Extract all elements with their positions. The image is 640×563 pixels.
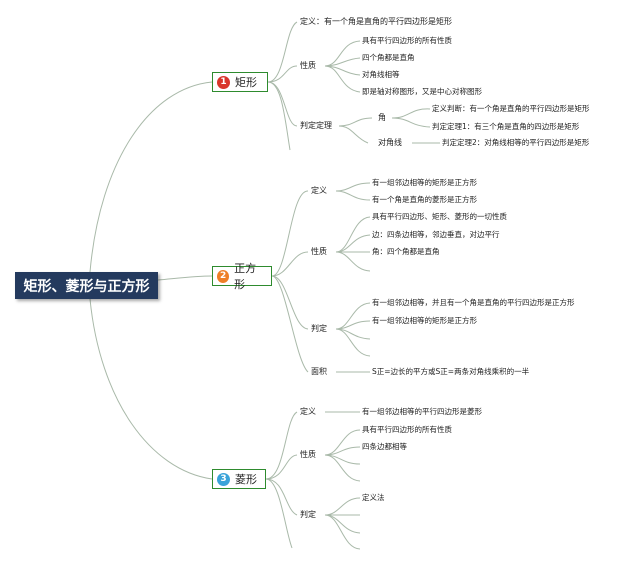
b2-definition-2: 有一个角是直角的菱形是正方形 [372, 195, 477, 204]
b2-definition-label: 定义 [311, 186, 327, 195]
b1-diagonal-item: 判定定理2：对角线相等的平行四边形是矩形 [442, 138, 590, 147]
connector-root-rhombus [89, 298, 213, 480]
b1-definition-label: 定义：有一个角是直角的平行四边形是矩形 [300, 17, 452, 26]
b1-property-2: 四个角都是直角 [362, 53, 415, 62]
b1-angle-item-2: 判定定理1：有三个角是直角的四边形是矩形 [432, 122, 580, 131]
b2-property-1: 具有平行四边形、矩形、菱形的一切性质 [372, 212, 507, 221]
connector-b1 [267, 21, 298, 83]
number-badge-1: 1 [217, 75, 230, 89]
branch-title: 正方形 [234, 262, 257, 291]
b2-properties-label: 性质 [311, 247, 327, 256]
b3-definition-text: 有一组邻边相等的平行四边形是菱形 [362, 407, 482, 416]
b1-angle-item-1: 定义判断：有一个角是直角的平行四边形是矩形 [432, 104, 590, 113]
branch-rhombus[interactable]: 3 菱形 [212, 469, 266, 489]
b3-properties-label: 性质 [300, 450, 316, 459]
b1-diagonal-label: 对角线 [378, 138, 402, 147]
b1-criteria-label: 判定定理 [300, 121, 332, 130]
number-badge-3: 3 [217, 472, 230, 486]
b2-definition-1: 有一组邻边相等的矩形是正方形 [372, 178, 477, 187]
b2-property-2: 边：四条边相等，邻边垂直，对边平行 [372, 230, 500, 239]
b3-property-1: 具有平行四边形的所有性质 [362, 425, 452, 434]
connector-b2 [271, 190, 309, 277]
root-node[interactable]: 矩形、菱形与正方形 [15, 272, 158, 299]
branch-square[interactable]: 2 正方形 [212, 262, 272, 291]
b3-property-2: 四条边都相等 [362, 442, 407, 451]
b1-property-1: 具有平行四边形的所有性质 [362, 36, 452, 45]
connector-root-square [157, 275, 213, 281]
b2-criteria-label: 判定 [311, 324, 327, 333]
b1-properties-label: 性质 [300, 61, 316, 70]
b3-criteria-1: 定义法 [362, 493, 385, 502]
connector-root-rectangle [89, 81, 213, 273]
b2-area-label: 面积 [311, 367, 327, 376]
branch-title: 菱形 [235, 473, 257, 486]
b2-criteria-2: 有一组邻边相等的矩形是正方形 [372, 316, 477, 325]
b1-property-4: 即是轴对称图形，又是中心对称图形 [362, 87, 482, 96]
connector-b3 [265, 411, 298, 480]
branch-title: 矩形 [235, 76, 257, 89]
b3-definition-label: 定义 [300, 407, 316, 416]
number-badge-2: 2 [217, 269, 230, 283]
branch-rectangle[interactable]: 1 矩形 [212, 72, 268, 92]
b2-area-text: S正=边长的平方或S正=两条对角线乘积的一半 [372, 367, 530, 376]
b3-criteria-label: 判定 [300, 510, 316, 519]
b1-property-3: 对角线相等 [362, 70, 400, 79]
b1-angle-label: 角 [378, 113, 386, 122]
b2-property-3: 角：四个角都是直角 [372, 247, 440, 256]
b2-criteria-1: 有一组邻边相等，并且有一个角是直角的平行四边形是正方形 [372, 298, 575, 307]
